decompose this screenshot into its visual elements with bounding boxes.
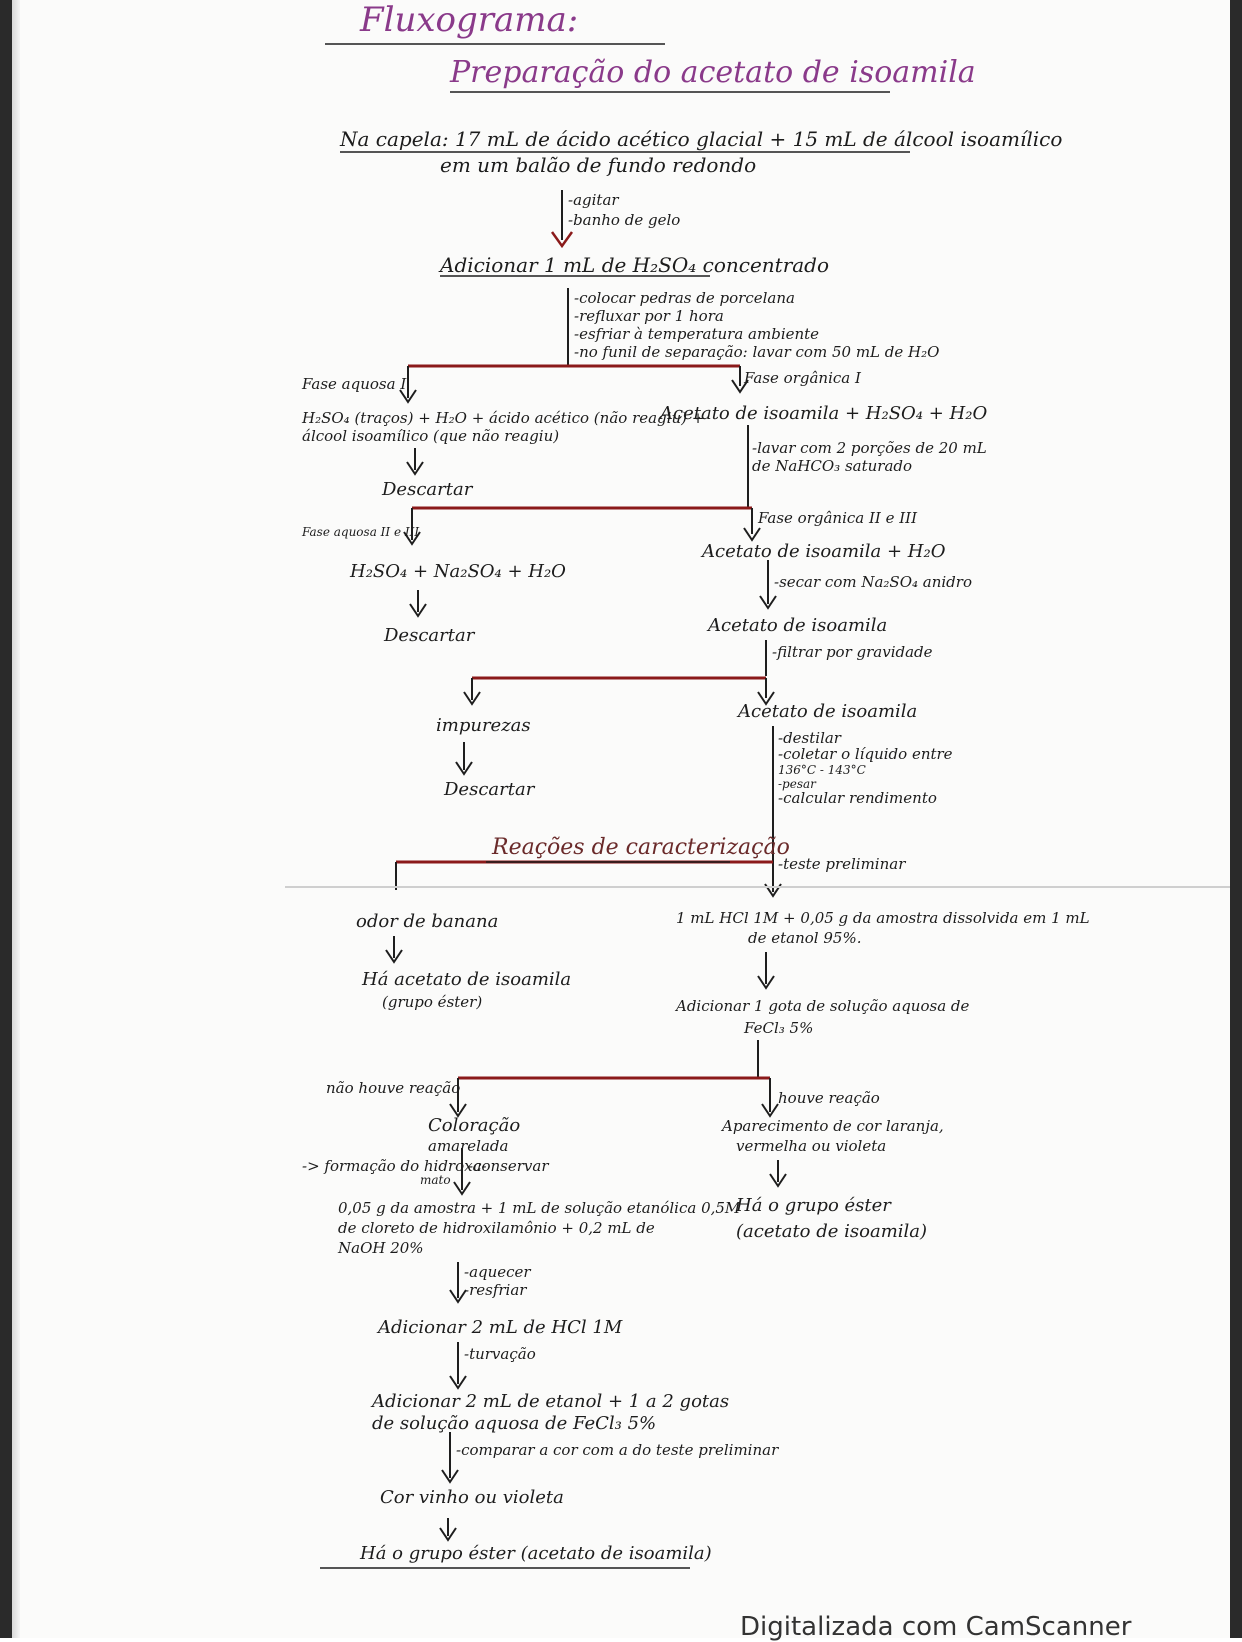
- right4-label-2: -coletar o líquido entre: [778, 745, 953, 763]
- right4-label-1: -destilar: [778, 729, 841, 747]
- right6-line-2: de etanol 95%.: [748, 929, 862, 947]
- bl2-line-2: de cloreto de hidroxilamônio + 0,2 mL de: [338, 1219, 655, 1237]
- camscanner-watermark: Digitalizada com CamScanner: [740, 1612, 1132, 1642]
- section-title: Reações de caracterização: [492, 835, 790, 860]
- page-title: Fluxograma:: [360, 0, 579, 40]
- right4-label-3: 136°C - 143°C: [778, 763, 866, 777]
- left1-line-1: H₂SO₄ (traços) + H₂O + ácido acético (nã…: [302, 409, 705, 427]
- right3-text: Acetato de isoamila: [708, 615, 888, 636]
- br1-line-2: vermelha ou violeta: [736, 1137, 887, 1155]
- left5-text: odor de banana: [356, 911, 499, 932]
- right6-line-1: 1 mL HCl 1M + 0,05 g da amostra dissolvi…: [676, 909, 1090, 927]
- left2-text: H₂SO₄ + Na₂SO₄ + H₂O: [350, 561, 566, 582]
- right1-label-1: -lavar com 2 porções de 20 mL: [752, 439, 987, 457]
- intro-line-2: em um balão de fundo redondo: [440, 153, 757, 177]
- right3-label-1: -filtrar por gravidade: [772, 643, 933, 661]
- intro-line-1: Na capela: 17 mL de ácido acético glacia…: [340, 127, 1063, 151]
- right4-label-4: -pesar: [778, 777, 816, 791]
- left6-line-1: Há acetato de isoamila: [362, 969, 572, 990]
- bl4-line-2: de solução aquosa de FeCl₃ 5%: [372, 1413, 657, 1434]
- bl1-side-2: mato: [420, 1173, 451, 1187]
- right7-line-1: Adicionar 1 gota de solução aquosa de: [676, 997, 970, 1015]
- left2-label: Fase aquosa II e III: [302, 525, 420, 539]
- right1-label-2: de NaHCO₃ saturado: [752, 457, 913, 475]
- left1-label: Fase aquosa I: [302, 375, 407, 393]
- bl2-label-1: -aquecer: [464, 1263, 531, 1281]
- right4-text: Acetato de isoamila: [738, 701, 918, 722]
- bl2-label-2: -resfriar: [464, 1281, 527, 1299]
- left3-end: Descartar: [444, 779, 535, 800]
- br1-line-1: Aparecimento de cor laranja,: [722, 1117, 944, 1135]
- bl3-label: -turvação: [464, 1345, 536, 1363]
- scan-edge-left: [0, 0, 12, 1638]
- step1-label-1: -agitar: [568, 191, 619, 209]
- right1-text: Acetato de isoamila + H₂SO₄ + H₂O: [660, 403, 988, 424]
- left2-end: Descartar: [384, 625, 475, 646]
- left3-text: impurezas: [436, 715, 531, 736]
- bl1-line-1: Coloração: [428, 1115, 521, 1136]
- bl4-line-1: Adicionar 2 mL de etanol + 1 a 2 gotas: [372, 1391, 730, 1412]
- left1-end: Descartar: [382, 479, 473, 500]
- bl1-label: -conservar: [468, 1157, 549, 1175]
- right2-text: Acetato de isoamila + H₂O: [702, 541, 946, 562]
- br2-line-1: Há o grupo éster: [736, 1195, 891, 1216]
- left1-line-2: álcool isoamílico (que não reagiu): [302, 427, 560, 445]
- page-subtitle: Preparação do acetato de isoamila: [450, 55, 976, 90]
- paper-shadow: [12, 0, 20, 1638]
- bl1-line-2: amarelada: [428, 1137, 509, 1155]
- right2-label: Fase orgânica II e III: [758, 509, 918, 527]
- step2-label-3: -esfriar à temperatura ambiente: [574, 325, 820, 343]
- br2-line-2: (acetato de isoamila): [736, 1221, 928, 1242]
- bl6-text: Há o grupo éster (acetato de isoamila): [360, 1543, 712, 1564]
- right2-label-1: -secar com Na₂SO₄ anidro: [774, 573, 972, 591]
- bl3-text: Adicionar 2 mL de HCl 1M: [378, 1317, 623, 1338]
- right5-label: -teste preliminar: [778, 855, 906, 873]
- step2-label-4: -no funil de separação: lavar com 50 mL …: [574, 343, 940, 361]
- bl2-line-1: 0,05 g da amostra + 1 mL de solução etan…: [338, 1199, 741, 1217]
- step1-label-2: -banho de gelo: [568, 211, 681, 229]
- step2-text: Adicionar 1 mL de H₂SO₄ concentrado: [440, 253, 830, 277]
- left6-line-2: (grupo éster): [382, 993, 483, 1011]
- bl4-label: -comparar a cor com a do teste prelimina…: [456, 1441, 779, 1459]
- bl1-side-1: -> formação do hidroxa-: [302, 1157, 487, 1175]
- bl2-line-3: NaOH 20%: [338, 1239, 424, 1257]
- branch-right-label: houve reação: [778, 1089, 880, 1107]
- step2-label-1: -colocar pedras de porcelana: [574, 289, 795, 307]
- branch-left-label: não houve reação: [326, 1079, 461, 1097]
- scan-edge-right: [1230, 0, 1242, 1638]
- bl5-text: Cor vinho ou violeta: [380, 1487, 564, 1508]
- right7-line-2: FeCl₃ 5%: [744, 1019, 814, 1037]
- right4-label-5: -calcular rendimento: [778, 789, 937, 807]
- right1-label: Fase orgânica I: [744, 369, 861, 387]
- step2-label-2: -refluxar por 1 hora: [574, 307, 724, 325]
